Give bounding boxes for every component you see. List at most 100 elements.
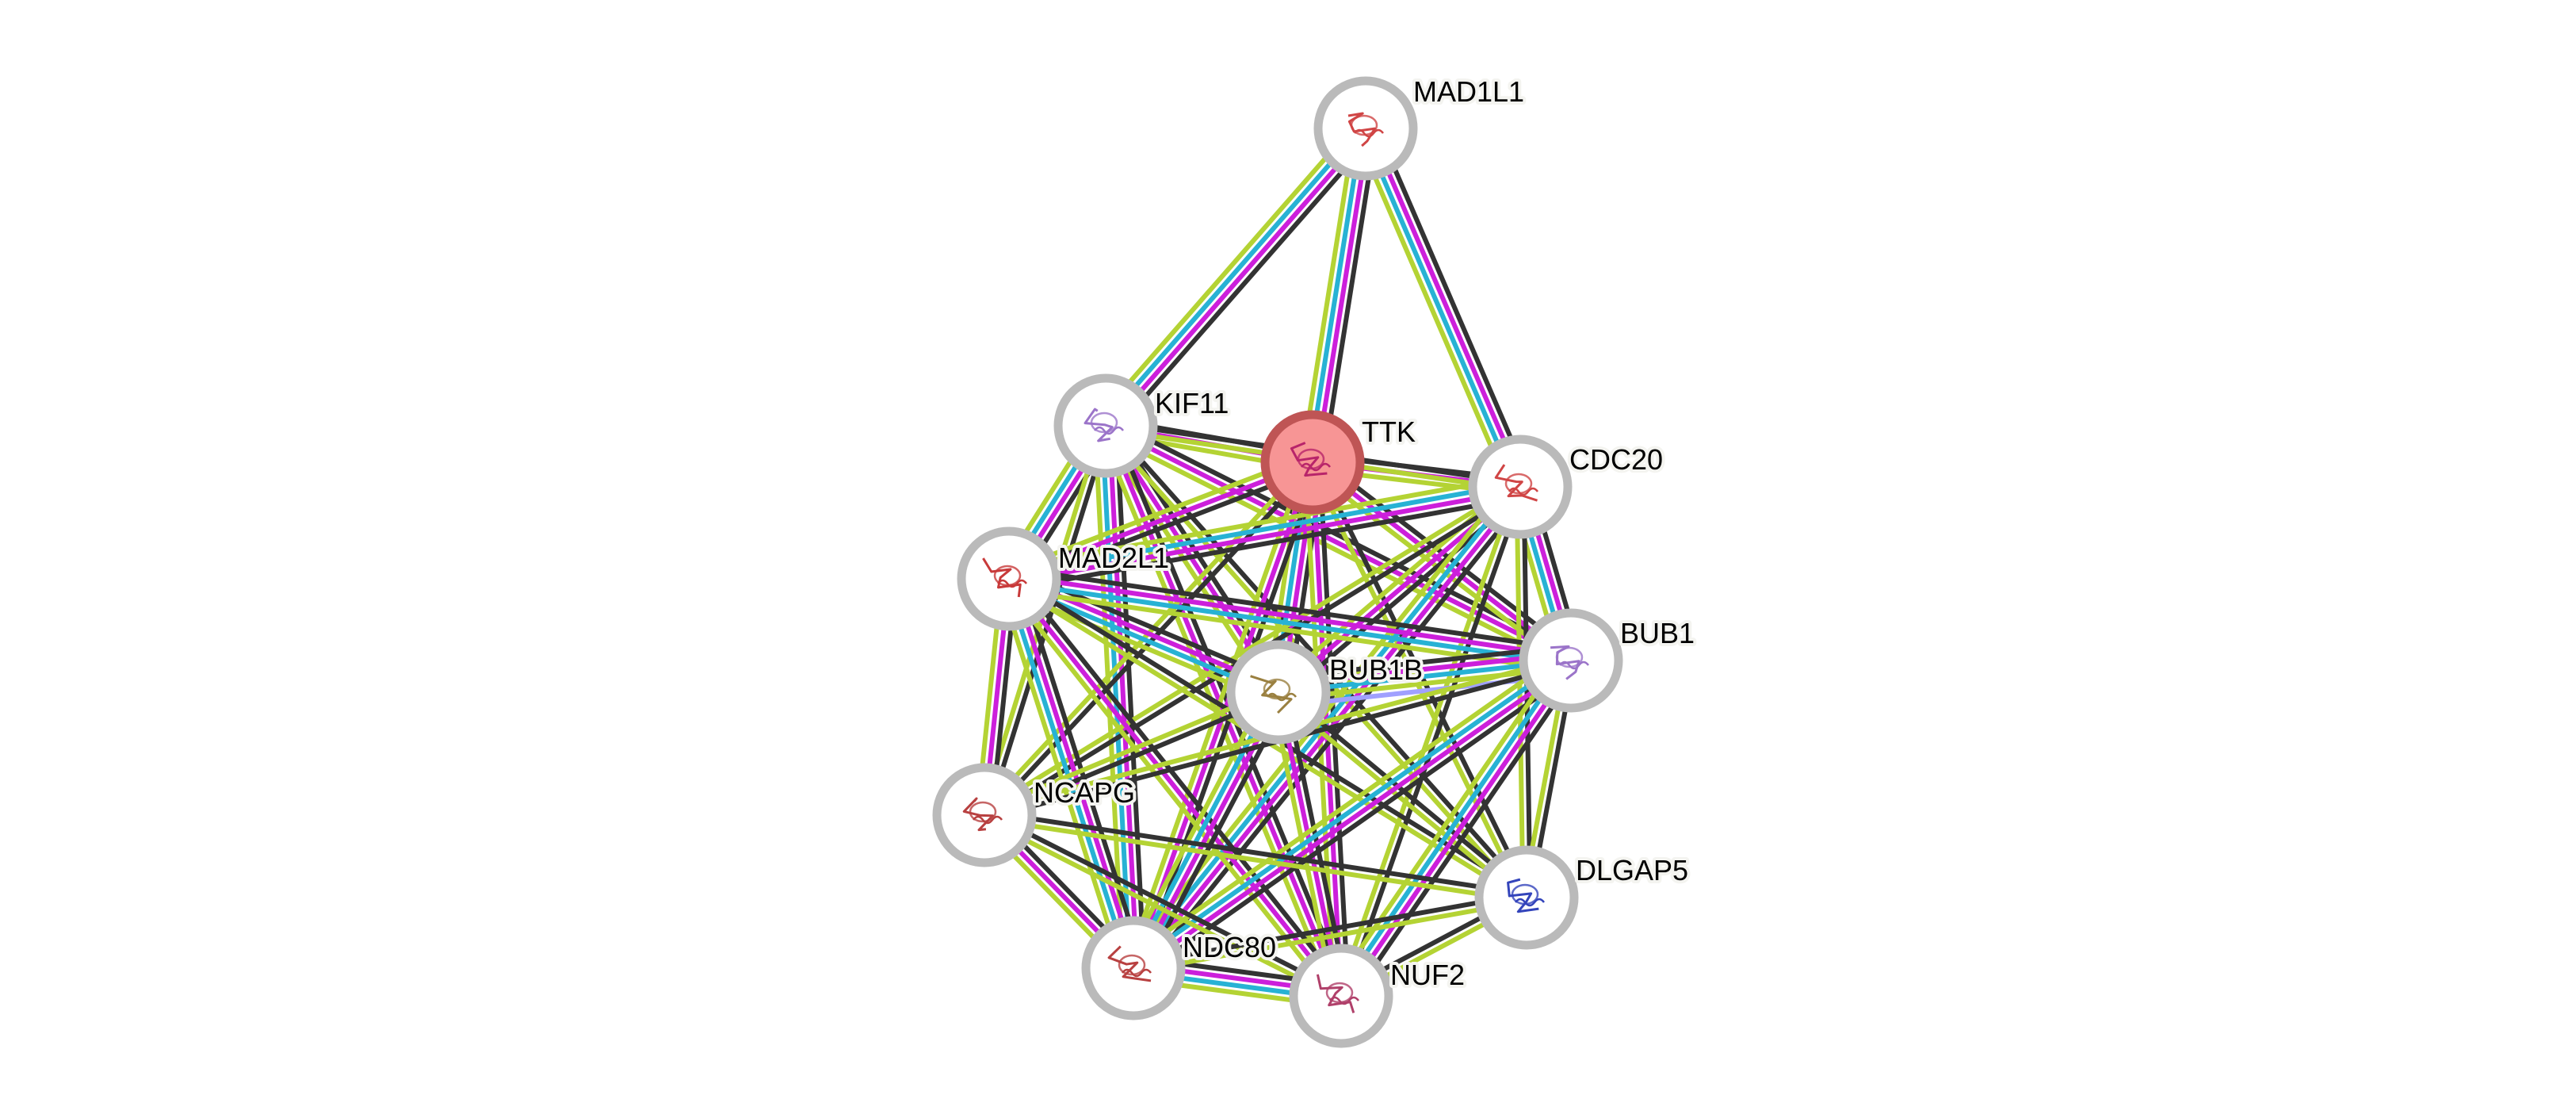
node-mad1l1[interactable]: MAD1L1: [1313, 72, 1527, 181]
edge-line-databases: [1306, 127, 1365, 462]
edge-line-textmining: [1133, 898, 1528, 974]
edge-line-coexpression: [1111, 133, 1376, 435]
edge-line-textmining: [1126, 649, 1566, 962]
node-circle: [1226, 640, 1331, 745]
node-circle: [1468, 435, 1573, 539]
node-label: KIF11: [1155, 387, 1229, 419]
edge-line-textmining: [1330, 653, 1565, 992]
edge-line-experiments: [1104, 423, 1573, 663]
edge-line-coexpression: [1521, 486, 1533, 898]
node-cdc20[interactable]: CDC20: [1468, 435, 1666, 539]
edge-line-textmining: [1095, 120, 1360, 421]
node-label: TTK: [1362, 415, 1416, 448]
edge-line-coexpression: [1114, 425, 1147, 968]
node-label: NDC80: [1183, 931, 1276, 963]
edge-line-experiments: [1009, 572, 1573, 660]
edge-line-coexpression: [1373, 123, 1533, 484]
edge-line-coexpression: [1347, 664, 1582, 1004]
edge-BUB1-NDC80[interactable]: [1126, 649, 1579, 979]
edge-line-textmining: [1101, 430, 1569, 669]
node-bub1[interactable]: BUB1: [1519, 608, 1698, 713]
node-dlgap5[interactable]: DLGAP5: [1474, 845, 1691, 950]
edge-line-experiments: [1133, 661, 1575, 974]
edge-line-databases: [1099, 426, 1133, 969]
node-bub1b[interactable]: BUB1B: [1226, 640, 1426, 745]
node-mad2l1[interactable]: MAD2L1: [957, 526, 1172, 631]
edge-line-experiments: [1009, 488, 1522, 585]
edge-line-coexpression: [1132, 891, 1527, 967]
node-circle: [1313, 76, 1418, 181]
edge-MAD2L1-NUF2[interactable]: [1001, 572, 1349, 1002]
protein-structure-icon: [1347, 112, 1384, 147]
edge-line-coexpression: [1010, 495, 1523, 592]
protein-structure-icon: [1507, 878, 1545, 913]
protein-structure-icon: [1250, 675, 1297, 714]
edge-line-databases: [1128, 689, 1278, 968]
node-label: BUB1: [1620, 617, 1695, 649]
protein-structure-icon: [1107, 945, 1152, 982]
node-label: NUF2: [1390, 959, 1465, 991]
edge-line-databases: [1007, 580, 1571, 667]
node-label: MAD2L1: [1058, 542, 1169, 574]
edge-line-textmining: [1335, 484, 1519, 996]
edge-MAD1L1-CDC20[interactable]: [1353, 123, 1533, 492]
node-label: MAD1L1: [1413, 75, 1524, 108]
node-circle: [1474, 845, 1579, 950]
edge-line-coexpression: [1010, 565, 1573, 653]
edge-line-databases: [1101, 124, 1365, 426]
edge-KIF11-NDC80[interactable]: [1092, 425, 1147, 969]
edge-line-textmining: [1299, 126, 1358, 461]
edge-line-textmining: [1307, 462, 1526, 901]
edge-line-experiments: [1106, 128, 1370, 430]
edge-BUB1-NUF2[interactable]: [1330, 653, 1582, 1004]
node-ttk[interactable]: TTK: [1260, 410, 1419, 515]
edge-MAD1L1-KIF11[interactable]: [1095, 120, 1376, 435]
edge-line-experiments: [1106, 425, 1140, 968]
protein-structure-icon: [1316, 974, 1359, 1013]
edge-line-coexpression: [984, 809, 1528, 897]
protein-structure-icon: [962, 797, 1003, 832]
edge-line-textmining: [1353, 132, 1513, 492]
protein-structure-icon: [982, 557, 1027, 598]
node-label: DLGAP5: [1576, 854, 1688, 886]
edge-line-databases: [1360, 128, 1519, 489]
edge-line-experiments: [1342, 660, 1577, 1000]
edge-line-databases: [1007, 481, 1520, 578]
node-label: NCAPG: [1034, 776, 1135, 809]
edge-line-textmining: [982, 687, 1278, 814]
node-circle: [957, 526, 1061, 631]
edge-line-experiments: [1366, 126, 1526, 487]
edge-CDC20-MAD2L1[interactable]: [1007, 473, 1523, 592]
protein-structure-icon: [1550, 645, 1589, 680]
node-label: CDC20: [1569, 443, 1663, 476]
edge-line-experiments: [1007, 577, 1343, 997]
protein-structure-icon: [1290, 442, 1331, 477]
protein-structure-icon: [1494, 464, 1538, 502]
edge-line-textmining: [983, 816, 1527, 904]
edge-line-textmining: [1272, 479, 1518, 689]
edge-line-coexpression: [985, 426, 1112, 817]
node-circle: [1289, 944, 1393, 1048]
node-kif11[interactable]: KIF11: [1053, 373, 1232, 478]
node-circle: [1519, 608, 1623, 713]
edge-line-databases: [1336, 657, 1570, 996]
node-ncapg[interactable]: NCAPG: [932, 763, 1138, 867]
edge-line-textmining: [1005, 453, 1311, 575]
edge-NCAPG-DLGAP5[interactable]: [983, 809, 1528, 904]
edge-NDC80-DLGAP5[interactable]: [1132, 891, 1528, 974]
node-label: BUB1B: [1329, 653, 1423, 686]
edge-NCAPG-NUF2[interactable]: [981, 810, 1344, 1001]
edge-line-textmining: [980, 458, 1312, 814]
edge-line-experiments: [1313, 128, 1372, 464]
protein-structure-icon: [1084, 408, 1124, 442]
node-nuf2[interactable]: NUF2: [1289, 944, 1468, 1048]
node-ndc80[interactable]: NDC80: [1081, 916, 1279, 1020]
edge-line-textmining: [981, 816, 1341, 1001]
edge-MAD1L1-TTK[interactable]: [1299, 126, 1379, 465]
edge-line-coexpression: [1315, 454, 1577, 657]
edge-line-databases: [1129, 655, 1571, 967]
edge-line-coexpression: [1320, 129, 1379, 465]
edge-line-textmining: [1001, 581, 1338, 1002]
